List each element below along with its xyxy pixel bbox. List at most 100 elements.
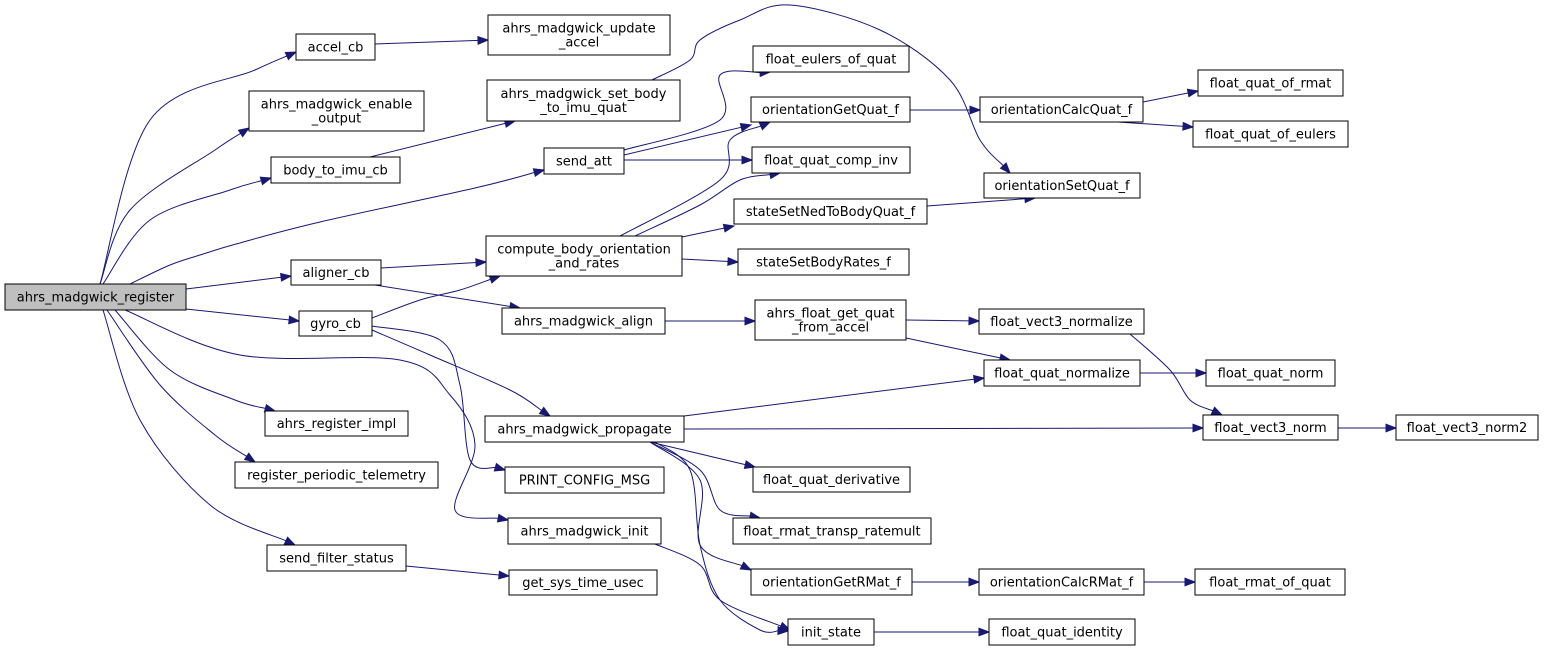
edge-line xyxy=(1117,121,1185,127)
call-edge-n0-to-n17 xyxy=(185,272,293,290)
arrowhead-icon xyxy=(488,275,502,284)
node-label: orientationGetQuat_f xyxy=(762,103,899,118)
edge-line xyxy=(683,378,976,417)
function-node-orientationsetquat-f[interactable]: orientationSetQuat_f xyxy=(983,172,1141,199)
node-label: orientationSetQuat_f xyxy=(994,179,1129,194)
function-node-ahrs-madgwick-propagate[interactable]: ahrs_madgwick_propagate xyxy=(484,415,685,443)
node-box xyxy=(264,410,409,437)
node-box xyxy=(298,310,373,337)
node-label: _and_rates xyxy=(548,257,620,272)
arrowhead-icon xyxy=(1182,121,1195,131)
node-label: float_quat_comp_inv xyxy=(764,154,898,169)
node-label: float_quat_of_eulers xyxy=(1205,128,1336,143)
node-box xyxy=(486,79,681,122)
function-node-send-att[interactable]: send_att xyxy=(543,147,625,175)
function-node-float-quat-derivative[interactable]: float_quat_derivative xyxy=(752,466,911,493)
function-node-gyro-cb[interactable]: gyro_cb xyxy=(298,310,373,337)
node-label: stateSetBodyRates_f xyxy=(756,256,891,271)
node-label: float_eulers_of_quat xyxy=(766,53,897,68)
call-edge-n10-to-n12 xyxy=(1117,121,1195,131)
arrowhead-icon xyxy=(1186,88,1200,98)
function-node-orientationcalcrmat-f[interactable]: orientationCalcRMat_f xyxy=(978,568,1145,596)
node-box xyxy=(4,283,187,311)
call-edge-n20-to-n25 xyxy=(1129,333,1224,416)
function-node-body-to-imu-cb[interactable]: body_to_imu_cb xyxy=(270,156,401,184)
function-node-float-vect3-norm[interactable]: float_vect3_norm xyxy=(1202,414,1339,441)
function-node-ahrs-madgwick-set-body-to-imu-quat[interactable]: ahrs_madgwick_set_body_to_imu_quat xyxy=(486,79,681,122)
function-nodes: ahrs_madgwick_register accel_cb ahrs_madgw… xyxy=(4,14,1539,646)
function-node-statesetnedtobodyquat-f[interactable]: stateSetNedToBodyQuat_f xyxy=(733,198,928,225)
call-edge-n24-to-n30 xyxy=(649,441,757,469)
node-box xyxy=(737,248,910,276)
arrowhead-icon xyxy=(741,155,754,165)
function-node-float-quat-of-eulers[interactable]: float_quat_of_eulers xyxy=(1192,120,1349,148)
node-label: PRINT_CONFIG_MSG xyxy=(519,474,650,489)
call-edge-n15-to-n14 xyxy=(681,223,736,238)
function-node-ahrs-madgwick-enable-output[interactable]: ahrs_madgwick_enable_output xyxy=(248,90,425,132)
arrowhead-icon xyxy=(1184,577,1197,587)
function-node-float-quat-identity[interactable]: float_quat_identity xyxy=(988,618,1136,646)
function-node-ahrs-madgwick-init[interactable]: ahrs_madgwick_init xyxy=(507,517,662,545)
arrowhead-icon xyxy=(538,406,552,417)
function-node-get-sys-time-usec[interactable]: get_sys_time_usec xyxy=(508,569,658,596)
node-box xyxy=(1197,69,1344,97)
function-node-ahrs-float-get-quat-from-accel[interactable]: ahrs_float_get_quat_from_accel xyxy=(754,299,907,341)
function-node-print-config-msg[interactable]: PRINT_CONFIG_MSG xyxy=(504,466,665,494)
call-edge-n0-to-n1 xyxy=(99,51,298,285)
node-label: init_state xyxy=(801,626,861,641)
function-node-accel-cb[interactable]: accel_cb xyxy=(295,33,376,61)
call-edge-n21-to-n15 xyxy=(371,275,502,319)
node-box xyxy=(979,96,1144,123)
node-box xyxy=(752,45,910,73)
edge-line xyxy=(405,565,501,576)
function-node-float-quat-of-rmat[interactable]: float_quat_of_rmat xyxy=(1197,69,1344,97)
call-edge-n9-to-n10 xyxy=(910,105,982,115)
function-node-float-quat-comp-inv[interactable]: float_quat_comp_inv xyxy=(751,146,911,174)
node-box xyxy=(983,172,1141,199)
function-node-send-filter-status[interactable]: send_filter_status xyxy=(266,544,407,572)
function-node-compute-body-orientation-and-rates[interactable]: compute_body_orientation_and_rates xyxy=(485,235,683,277)
node-label: aligner_cb xyxy=(303,266,370,281)
function-node-aligner-cb[interactable]: aligner_cb xyxy=(290,259,382,286)
function-node-float-eulers-of-quat[interactable]: float_eulers_of_quat xyxy=(752,45,910,73)
function-node-float-vect3-normalize[interactable]: float_vect3_normalize xyxy=(978,308,1145,335)
call-edge-n6-to-n4 xyxy=(369,119,517,158)
call-edge-n22-to-n23 xyxy=(1140,368,1208,378)
arrowhead-icon xyxy=(477,35,490,45)
node-label: orientationCalcRMat_f xyxy=(990,576,1134,591)
edge-line xyxy=(114,309,267,410)
function-node-orientationcalcquat-f[interactable]: orientationCalcQuat_f xyxy=(979,96,1144,123)
node-label: _output xyxy=(311,112,361,127)
function-node-float-rmat-of-quat[interactable]: float_rmat_of_quat xyxy=(1194,568,1346,596)
function-node-float-quat-normalize[interactable]: float_quat_normalize xyxy=(983,359,1141,387)
function-node-float-quat-norm[interactable]: float_quat_norm xyxy=(1205,359,1336,387)
edge-line xyxy=(683,427,1195,430)
arrowhead-icon xyxy=(968,316,981,326)
node-box xyxy=(234,461,439,489)
edge-line xyxy=(1142,92,1190,103)
arrowhead-icon xyxy=(969,105,982,115)
arrowhead-icon xyxy=(999,162,1011,175)
node-box xyxy=(733,198,928,225)
function-node-orientationgetrmat-f[interactable]: orientationGetRMat_f xyxy=(750,568,913,596)
edge-line xyxy=(129,171,536,285)
function-node-ahrs-register-impl[interactable]: ahrs_register_impl xyxy=(264,410,409,437)
call-edge-n7-to-n13 xyxy=(624,155,754,165)
node-box xyxy=(752,466,911,493)
node-box xyxy=(501,307,666,335)
function-node-statesetbodyrates-f[interactable]: stateSetBodyRates_f xyxy=(737,248,910,276)
function-node-register-periodic-telemetry[interactable]: register_periodic_telemetry xyxy=(234,461,439,489)
function-node-orientationgetquat-f[interactable]: orientationGetQuat_f xyxy=(750,96,911,123)
node-label: ahrs_register_impl xyxy=(277,417,397,432)
arrowhead-icon xyxy=(284,51,298,61)
function-node-float-rmat-transp-ratemult[interactable]: float_rmat_transp_ratemult xyxy=(732,517,932,545)
function-node-float-vect3-norm2[interactable]: float_vect3_norm2 xyxy=(1395,414,1539,441)
edge-line xyxy=(649,441,744,567)
node-box xyxy=(983,359,1141,387)
function-node-init-state[interactable]: init_state xyxy=(787,618,875,646)
function-node-ahrs-madgwick-register[interactable]: ahrs_madgwick_register xyxy=(4,283,187,311)
function-node-ahrs-madgwick-update-accel[interactable]: ahrs_madgwick_update_accel xyxy=(487,14,671,56)
edge-line xyxy=(623,126,743,156)
edge-line xyxy=(185,308,291,321)
function-node-ahrs-madgwick-align[interactable]: ahrs_madgwick_align xyxy=(501,307,666,335)
